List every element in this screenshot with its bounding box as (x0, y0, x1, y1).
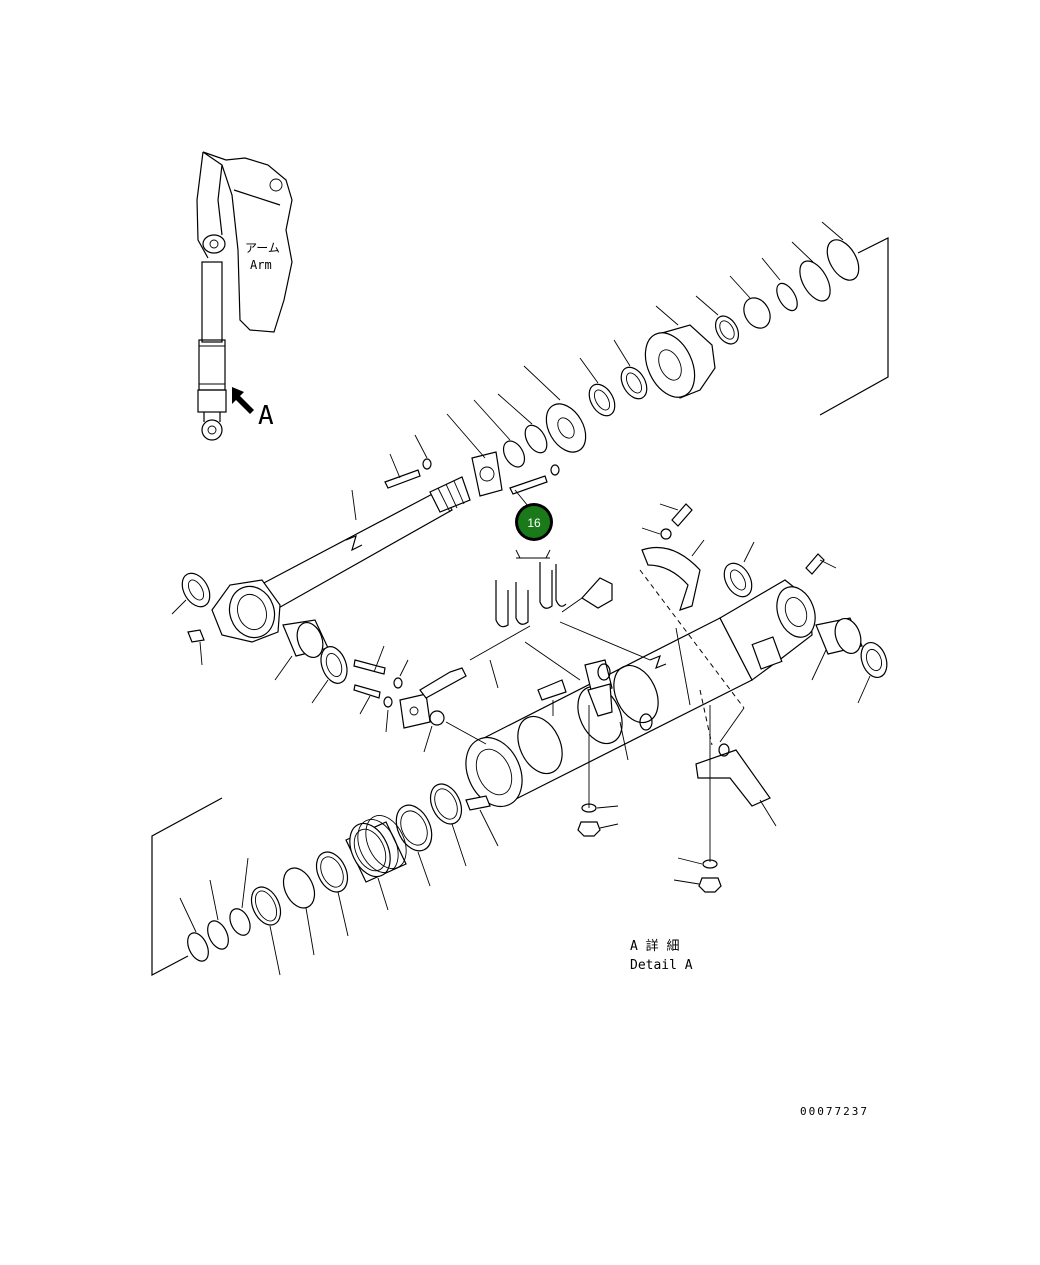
callout-number: 16 (527, 516, 541, 530)
arm-label-en: Arm (250, 258, 272, 272)
arm-label-jp: アーム (245, 241, 280, 255)
arm-overview-inset: アーム Arm A (196, 151, 293, 441)
drawing-number: 00077237 (800, 1105, 869, 1118)
callout-badge[interactable] (518, 506, 550, 538)
view-letter: A (258, 401, 274, 431)
rod-assembly (171, 221, 889, 704)
view-arrow-icon (232, 387, 254, 414)
tube-assembly (151, 503, 888, 976)
callout-16[interactable]: 16 (514, 489, 553, 541)
detail-label-jp: A 詳 細 (630, 938, 679, 954)
detail-label-en: Detail A (630, 958, 693, 973)
